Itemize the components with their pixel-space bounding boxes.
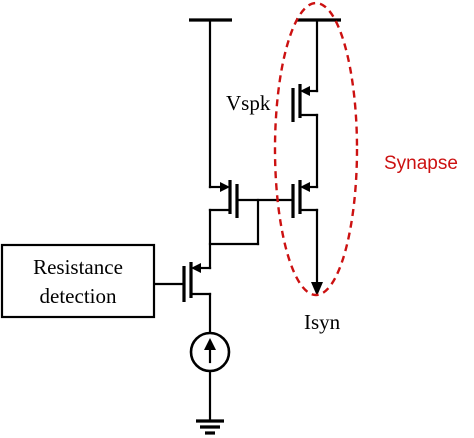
input-transistor: [152, 262, 212, 335]
resistance-detection-label-line1: Resistance: [33, 255, 123, 279]
synapse-label: Synapse: [384, 153, 458, 174]
isyn-output: [311, 208, 323, 296]
mirror-transistor-left: [208, 18, 295, 270]
resistance-detection-label-line2: detection: [40, 284, 117, 308]
ground-icon: [196, 419, 224, 435]
vspk-transistor: [291, 18, 319, 189]
vspk-label: Vspk: [226, 91, 271, 115]
resistance-detection-box: [0, 243, 156, 319]
synapse-outline: [273, 1, 359, 297]
isyn-label: Isyn: [304, 310, 341, 334]
current-source-icon: [189, 331, 231, 422]
mirror-transistor-right: [291, 180, 319, 218]
